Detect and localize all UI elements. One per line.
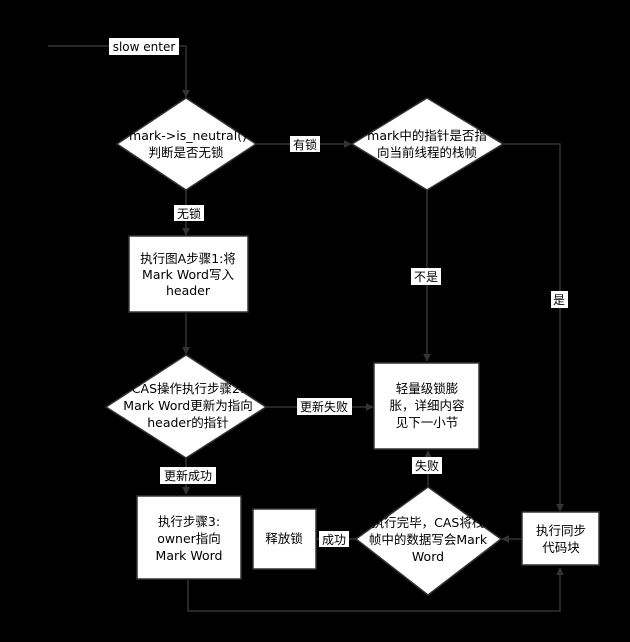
label-update-success: 更新成功 [160,467,216,484]
svg-text:无锁: 无锁 [177,206,201,221]
edges [48,45,564,612]
svg-text:成功: 成功 [322,533,346,547]
svg-text:mark中的指针是否指向当前线程的栈帧: mark中的指针是否指向当前线程的栈帧 [367,128,487,160]
svg-text:更新成功: 更新成功 [164,468,212,483]
label-update-fail: 更新失败 [297,398,352,415]
svg-text:有锁: 有锁 [293,137,317,152]
inflate-line-3: 见下一小节 [396,415,459,430]
svg-text:更新失败: 更新失败 [300,399,348,414]
step1-line-3: header [166,283,211,298]
is-neutral-line-1: mark->is_neutral() [129,128,247,143]
inflate-line-2: 胀，详细内容 [389,398,464,413]
process-sync-block: 执行同步代码块 [521,511,600,566]
cas-step2-line-1: CAS操作执行步骤2: [132,381,244,396]
release-lock-text: 释放锁 [265,531,303,546]
svg-text:失败: 失败 [415,458,439,473]
step3-line-2: owner指向 [157,531,221,546]
is-neutral-line-2: 判断是否无锁 [148,145,224,160]
step3-line-1: 执行步骤3: [158,514,220,529]
sync-block-line-1: 执行同步 [536,523,586,538]
process-lightweight-inflate: 轻量级锁膨胀，详细内容见下一小节 [373,362,480,450]
svg-text:轻量级锁膨胀，详细内容见下一小节: 轻量级锁膨胀，详细内容见下一小节 [389,381,464,430]
inflate-line-1: 轻量级锁膨 [396,381,459,396]
finish-cas-line-1: 执行完毕，CAS将栈 [372,515,485,530]
edge-owner-check-to-sync [503,143,564,512]
decision-owner-stack: mark中的指针是否指向当前线程的栈帧 [350,97,505,191]
finish-cas-line-2: 帧中的数据写会Mark [369,532,488,547]
svg-text:mark->is_neutral()判断是否无锁: mark->is_neutral() 判断是否无锁 [129,128,247,160]
label-locked: 有锁 [290,136,320,152]
edge-entry [48,45,190,98]
svg-text:不是: 不是 [414,270,438,284]
process-release-lock: 释放锁 [252,508,317,570]
label-entry: slow enter [109,38,179,55]
decision-cas-step2: CAS操作执行步骤2: Mark Word更新为指向 header的指针 [104,354,268,459]
decision-is-neutral: mark->is_neutral() 判断是否无锁 [115,97,258,191]
step1-line-1: 执行图A步骤1:将 [140,251,236,266]
owner-stack-line-1: mark中的指针是否指 [367,128,487,143]
svg-text:释放锁: 释放锁 [265,531,303,546]
label-success: 成功 [319,531,349,547]
svg-text:执行同步代码块: 执行同步代码块 [536,523,586,555]
cas-step2-line-2: Mark Word更新为指向 [123,398,252,413]
edge-step3-to-sync [187,567,564,612]
label-no: 不是 [411,268,441,285]
sync-block-line-2: 代码块 [542,540,580,555]
label-fail: 失败 [412,457,442,474]
label-unlocked: 无锁 [174,205,204,221]
owner-stack-line-2: 向当前线程的栈帧 [377,145,477,160]
svg-text:是: 是 [553,293,565,307]
svg-text:slow enter: slow enter [113,40,176,54]
label-yes: 是 [551,291,568,308]
step3-line-3: Mark Word [156,548,223,563]
finish-cas-line-3: Word [412,549,444,564]
cas-step2-line-3: header的指针 [147,415,229,430]
step1-line-2: Mark Word写入 [142,267,234,282]
process-step3: 执行步骤3: owner指向 Mark Word [136,495,242,580]
